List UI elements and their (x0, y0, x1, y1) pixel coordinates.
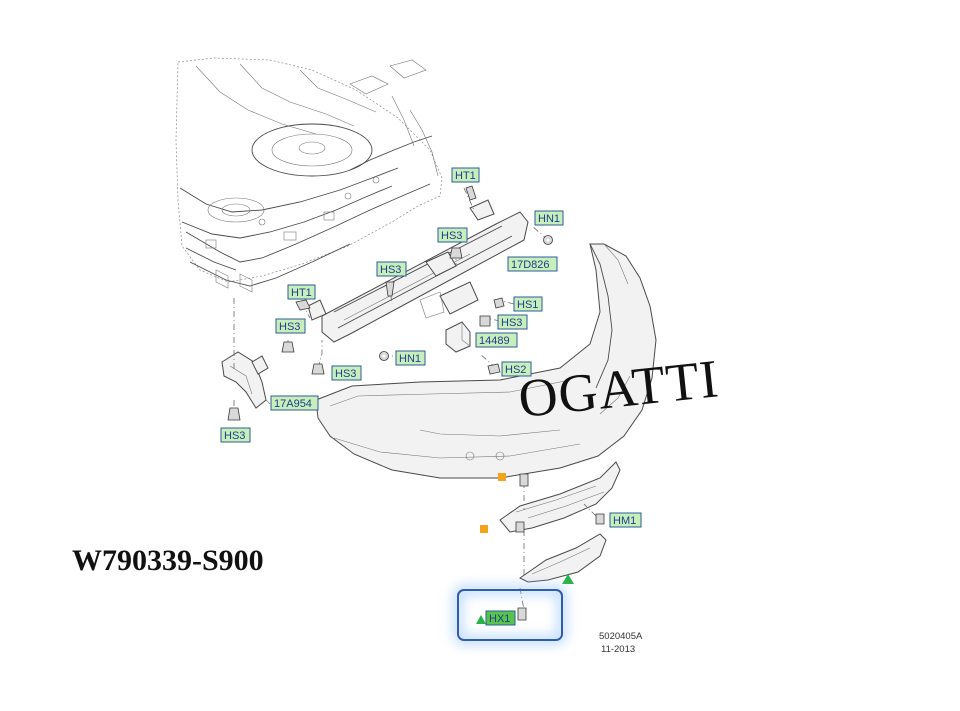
callout-hs3-d[interactable]: HS3 (275, 318, 306, 334)
svg-text:14489: 14489 (479, 335, 510, 347)
svg-text:HT1: HT1 (291, 287, 312, 299)
svg-text:HS3: HS3 (380, 264, 401, 276)
svg-text:HS1: HS1 (517, 299, 538, 311)
part-number: W790339-S900 (72, 544, 264, 577)
screw-icon (493, 297, 505, 309)
rear-body-structure (175, 57, 443, 293)
wiring-connector (445, 321, 471, 353)
fasteners (227, 185, 605, 621)
callout-hm1[interactable]: HM1 (609, 512, 642, 528)
svg-text:HS3: HS3 (279, 321, 300, 333)
clip-icon (227, 407, 241, 421)
callout-hs3-b[interactable]: HS3 (376, 261, 407, 277)
callout-ht1-top[interactable]: HT1 (451, 167, 480, 183)
callout-17a954[interactable]: 17A954 (270, 395, 319, 411)
svg-text:HM1: HM1 (613, 515, 636, 527)
svg-text:HN1: HN1 (399, 353, 421, 365)
callout-17d826[interactable]: 17D826 (507, 256, 558, 272)
svg-text:HS3: HS3 (335, 368, 356, 380)
callout-hn1-mid[interactable]: HN1 (395, 350, 426, 366)
svg-text:HX1: HX1 (489, 613, 510, 625)
bumper-reinforcement-beam (307, 199, 529, 343)
svg-text:17D826: 17D826 (511, 259, 550, 271)
screw-icon (295, 299, 311, 311)
screw-icon (517, 607, 527, 621)
orange-marker-icon (480, 525, 488, 533)
highlight-box (454, 586, 566, 644)
green-triangle-icon (476, 615, 486, 624)
nut-icon (379, 351, 389, 361)
screw-icon (487, 363, 501, 375)
lower-valance (499, 461, 621, 533)
svg-text:HT1: HT1 (455, 170, 476, 182)
callout-hn1-top[interactable]: HN1 (534, 210, 564, 226)
screw-icon (385, 281, 395, 297)
clip-icon (281, 341, 295, 353)
clip-icon (449, 247, 463, 259)
screw-icon (595, 513, 605, 525)
callout-hs3-f[interactable]: HS3 (220, 427, 251, 443)
screw-icon (515, 521, 525, 533)
svg-text:HN1: HN1 (538, 213, 560, 225)
callout-hs2[interactable]: HS2 (501, 361, 532, 377)
bumper-side-bracket (221, 351, 269, 409)
nut-icon (543, 235, 553, 245)
callout-hs3-e[interactable]: HS3 (331, 365, 362, 381)
diagram-reference: 5020405A (599, 631, 643, 642)
svg-text:HS3: HS3 (501, 317, 522, 329)
clip-icon (479, 315, 491, 327)
orange-marker-icon (498, 473, 506, 481)
clip-icon (311, 363, 325, 375)
svg-text:HS3: HS3 (441, 230, 462, 242)
screw-icon (465, 185, 477, 201)
callout-14489[interactable]: 14489 (475, 332, 518, 348)
rear-bumper-cover (315, 243, 657, 479)
lower-trim-panel (519, 533, 607, 583)
callout-hs1[interactable]: HS1 (513, 296, 543, 312)
svg-text:17A954: 17A954 (274, 398, 312, 410)
svg-text:HS3: HS3 (224, 430, 245, 442)
svg-text:HS2: HS2 (505, 364, 526, 376)
callout-hs3-a[interactable]: HS3 (437, 227, 468, 243)
green-triangle-icon (562, 574, 574, 584)
callout-ht1-left[interactable]: HT1 (287, 284, 316, 300)
screw-icon (519, 473, 529, 487)
callout-hx1[interactable]: HX1 (485, 610, 516, 626)
diagram-date: 11-2013 (601, 644, 636, 655)
callout-hs3-c[interactable]: HS3 (497, 314, 528, 330)
